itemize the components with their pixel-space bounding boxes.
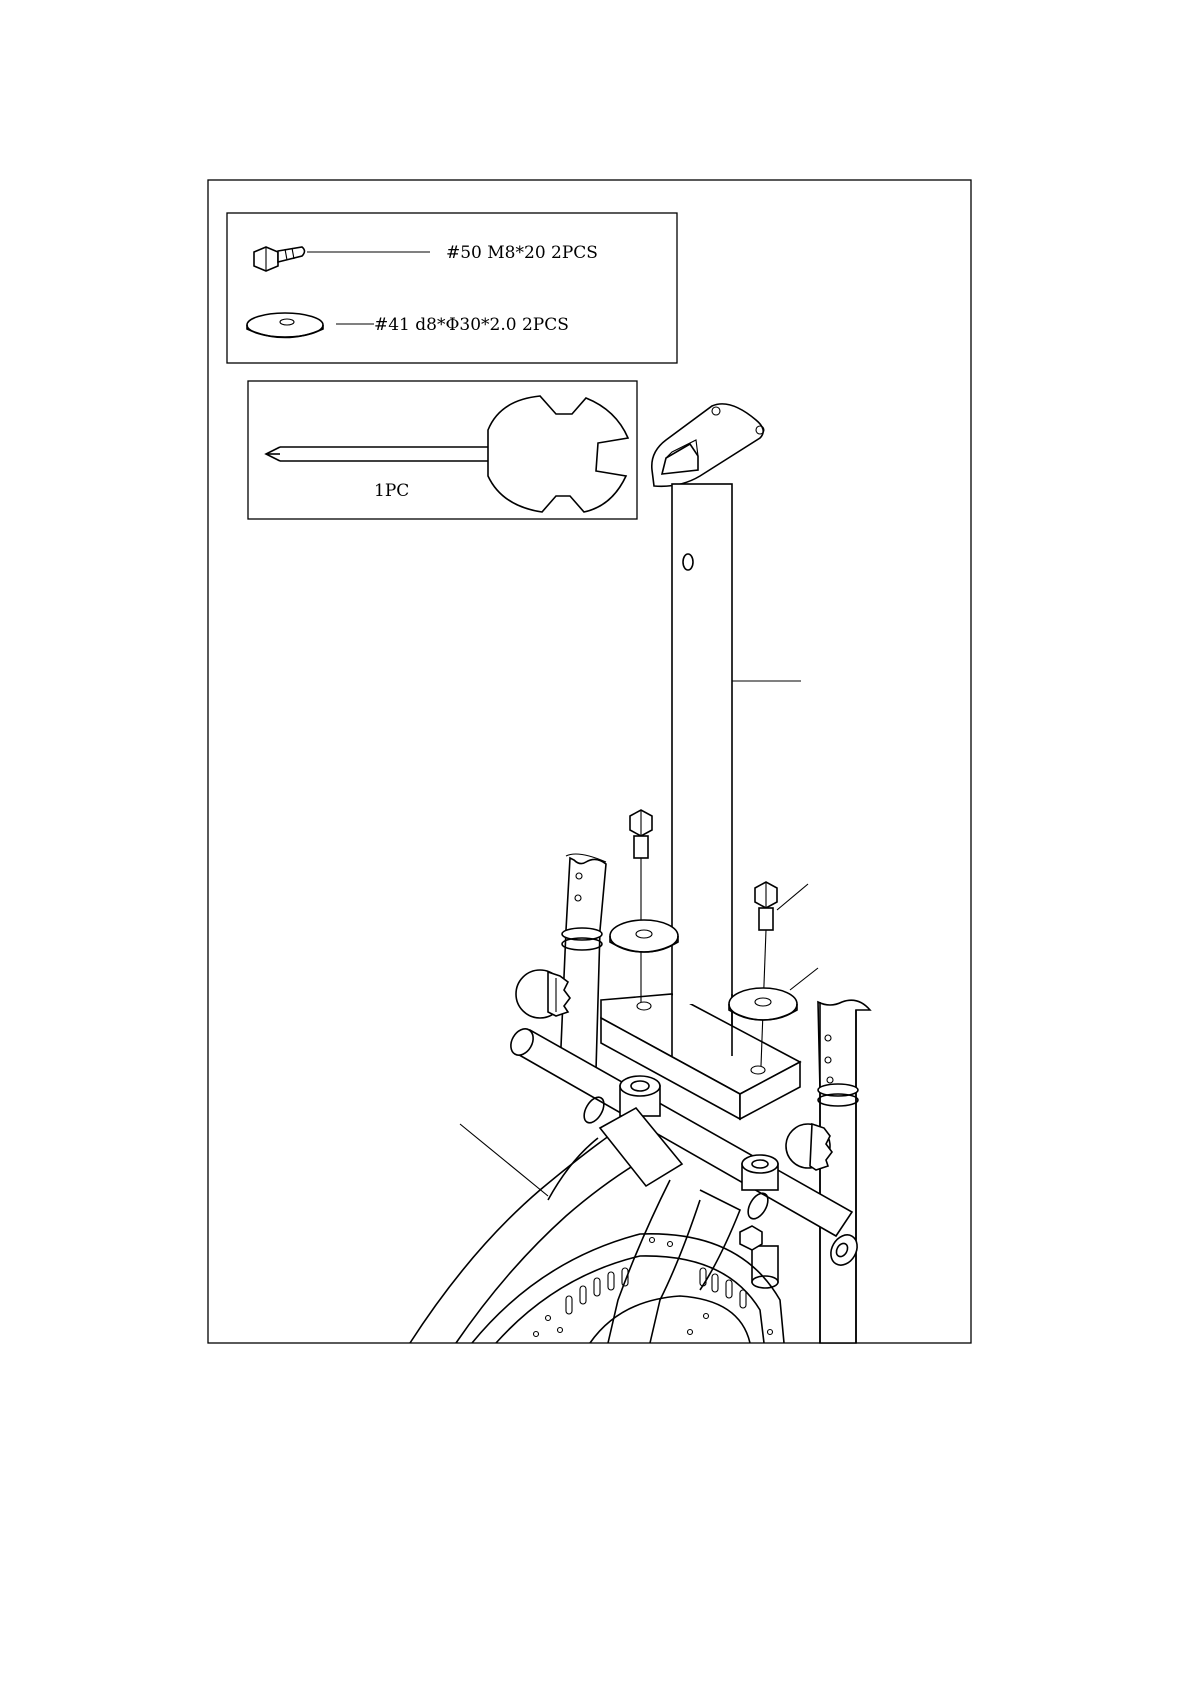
washer-label: #41 d8*Φ30*2.0 2PCS — [374, 315, 569, 335]
frame-leader-line — [460, 1124, 548, 1196]
bushing-mid — [742, 1155, 778, 1190]
bolt-right — [755, 882, 777, 1066]
tool-box: 1PC — [248, 381, 637, 519]
bolt-left — [630, 810, 652, 1002]
knob-left — [516, 970, 570, 1018]
washer-icon — [247, 313, 323, 338]
knob-right — [786, 1124, 832, 1170]
bolt-icon — [254, 247, 305, 271]
parts-box: #50 M8*20 2PCS #41 d8*Φ30*2.0 2PCS — [227, 213, 677, 363]
bushing-top — [620, 1076, 660, 1116]
left-post — [560, 854, 606, 1070]
upright-tube — [672, 484, 732, 1061]
bolt-label: #50 M8*20 2PCS — [446, 243, 598, 263]
bushing-low — [740, 1226, 778, 1288]
washer-left — [610, 920, 678, 952]
mounting-plate — [652, 404, 764, 486]
right-post — [818, 1000, 870, 1343]
washer-leader-line-2 — [790, 968, 818, 990]
bolt-leader-line-2 — [777, 884, 808, 910]
flywheel-slots — [566, 1268, 746, 1314]
flywheel-holes — [534, 1238, 773, 1337]
parts-box-border — [227, 213, 677, 363]
screwdriver-wrench-icon — [266, 396, 628, 512]
main-illustration — [410, 404, 870, 1343]
tool-quantity-label: 1PC — [374, 481, 409, 501]
washer-right — [729, 988, 797, 1020]
flywheel — [472, 1234, 784, 1343]
